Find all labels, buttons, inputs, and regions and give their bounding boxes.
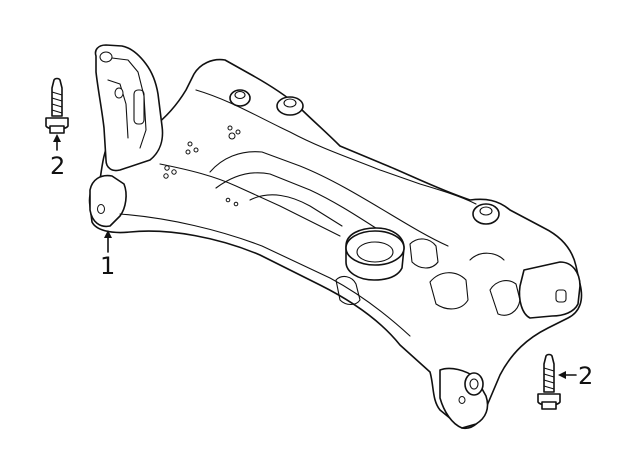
bolt-top-left [45, 77, 69, 134]
mount-boss [472, 203, 500, 225]
tube-opening [345, 227, 405, 281]
callout-2-bottom-leader [558, 371, 577, 379]
mount-boss [276, 96, 304, 116]
callout-1-label: 1 [100, 252, 115, 280]
callout-2-bottom-label: 2 [578, 362, 593, 390]
hole-cluster [163, 125, 241, 207]
bolt-bottom-right [537, 353, 561, 410]
callout-2-top-label: 2 [50, 152, 65, 180]
callout-2-top-leader [53, 134, 61, 151]
subframe-part [88, 44, 583, 430]
mount-boss [229, 89, 251, 107]
callout-1-leader [104, 230, 112, 253]
